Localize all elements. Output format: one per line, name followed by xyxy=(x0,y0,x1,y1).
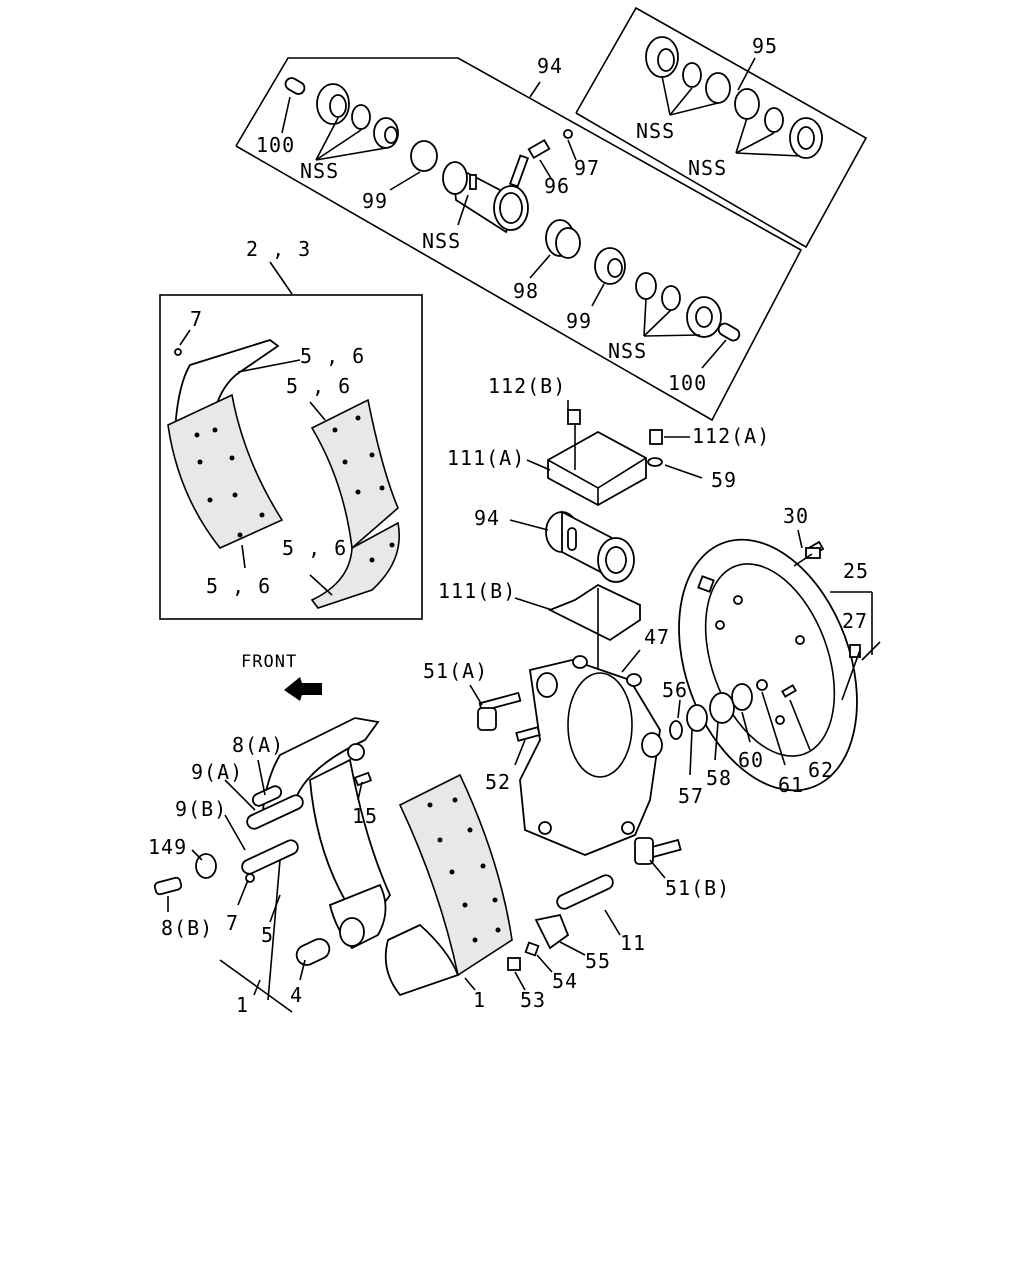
label-5-6-d: 5 , 6 xyxy=(206,574,271,598)
label-57: 57 xyxy=(678,784,704,808)
label-8a: 8(A) xyxy=(232,733,284,757)
label-56: 56 xyxy=(662,678,688,702)
label-100-bottom: 100 xyxy=(668,371,707,395)
label-1-left: 1 xyxy=(236,993,249,1017)
label-7-kit: 7 xyxy=(190,307,203,331)
label-149: 149 xyxy=(148,835,187,859)
label-96: 96 xyxy=(544,174,570,198)
label-nss-3: NSS xyxy=(636,119,675,143)
label-112a: 112(A) xyxy=(692,424,770,448)
lining-kit-parts xyxy=(167,329,400,609)
label-30: 30 xyxy=(783,504,809,528)
label-5: 5 xyxy=(261,923,274,947)
label-95: 95 xyxy=(752,34,778,58)
label-53: 53 xyxy=(520,988,546,1012)
label-94: 94 xyxy=(474,506,500,530)
label-99-top: 99 xyxy=(362,189,388,213)
label-97: 97 xyxy=(574,156,600,180)
label-4: 4 xyxy=(290,983,303,1007)
label-nss-5: NSS xyxy=(608,339,647,363)
brake-lining-kit-frame xyxy=(159,261,423,620)
label-5-6-a: 5 , 6 xyxy=(300,344,365,368)
label-15: 15 xyxy=(352,804,378,828)
anchor-bracket xyxy=(519,655,663,856)
label-nss-2: NSS xyxy=(422,229,461,253)
label-51b: 51(B) xyxy=(665,876,730,900)
label-27: 27 xyxy=(842,609,868,633)
label-25: 25 xyxy=(843,559,869,583)
label-5-6-c: 5 , 6 xyxy=(282,536,347,560)
label-7: 7 xyxy=(226,911,239,935)
label-9a: 9(A) xyxy=(191,760,243,784)
label-100-top: 100 xyxy=(256,133,295,157)
kit-leaders xyxy=(281,57,801,369)
label-51a: 51(A) xyxy=(423,659,488,683)
label-112b: 112(B) xyxy=(488,374,566,398)
label-9b: 9(B) xyxy=(175,797,227,821)
label-62: 62 xyxy=(808,758,834,782)
label-54: 54 xyxy=(552,969,578,993)
brake-shoe-assembly xyxy=(153,717,392,966)
repair-kit-frame xyxy=(575,6,868,249)
label-47: 47 xyxy=(644,625,670,649)
label-111a: 111(A) xyxy=(447,446,525,470)
repair-kit-parts xyxy=(645,36,823,159)
label-nss-1: NSS xyxy=(300,159,339,183)
part-labels: 94 95 100 NSS 99 NSS 96 97 NSS NSS 98 99… xyxy=(148,34,869,1017)
label-59: 59 xyxy=(711,468,737,492)
label-55: 55 xyxy=(585,949,611,973)
label-nss-4: NSS xyxy=(688,156,727,180)
label-5-6-b: 5 , 6 xyxy=(286,374,351,398)
brake-shoe-right xyxy=(384,773,513,997)
label-111b: 111(B) xyxy=(438,579,516,603)
label-2-3: 2 , 3 xyxy=(246,237,311,261)
label-front: FRONT xyxy=(241,652,297,672)
part-leaders xyxy=(167,400,881,1013)
label-94-kit: 94 xyxy=(537,54,563,78)
wheel-cylinder-kit-frame xyxy=(235,57,803,422)
label-60: 60 xyxy=(738,748,764,772)
label-1-right: 1 xyxy=(473,988,486,1012)
label-52: 52 xyxy=(485,770,511,794)
front-arrow-icon xyxy=(284,677,322,701)
label-11: 11 xyxy=(620,931,646,955)
wheel-cylinder-parts xyxy=(284,77,741,342)
label-61: 61 xyxy=(778,773,804,797)
label-98: 98 xyxy=(513,279,539,303)
bolts-and-washers xyxy=(477,547,821,971)
label-99-bottom: 99 xyxy=(566,309,592,333)
label-58: 58 xyxy=(706,766,732,790)
label-8b: 8(B) xyxy=(161,916,213,940)
